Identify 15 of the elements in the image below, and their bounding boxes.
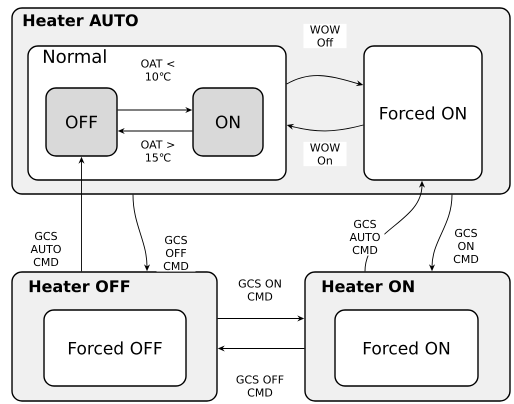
state-box: Forced ON [363, 45, 483, 181]
edge-label: GCS OFF CMD [228, 374, 292, 398]
edge-label: WOW On [304, 142, 346, 166]
state-box: Forced OFF [43, 309, 187, 387]
state-box: Forced ON [334, 309, 479, 387]
edge-label: GCS ON CMD [228, 278, 292, 302]
edge-label: OAT > 15℃ [132, 138, 184, 164]
edge-label: GCS AUTO CMD [346, 218, 384, 256]
edge-label: GCS AUTO CMD [26, 230, 66, 268]
state-box: OFF [45, 87, 118, 157]
edge-label: GCS OFF CMD [156, 234, 196, 272]
state-box: ON [192, 87, 264, 157]
edge-label: GCS ON CMD [446, 227, 486, 265]
edge-label: OAT < 10℃ [132, 58, 184, 82]
edge-label: WOW Off [304, 24, 346, 48]
